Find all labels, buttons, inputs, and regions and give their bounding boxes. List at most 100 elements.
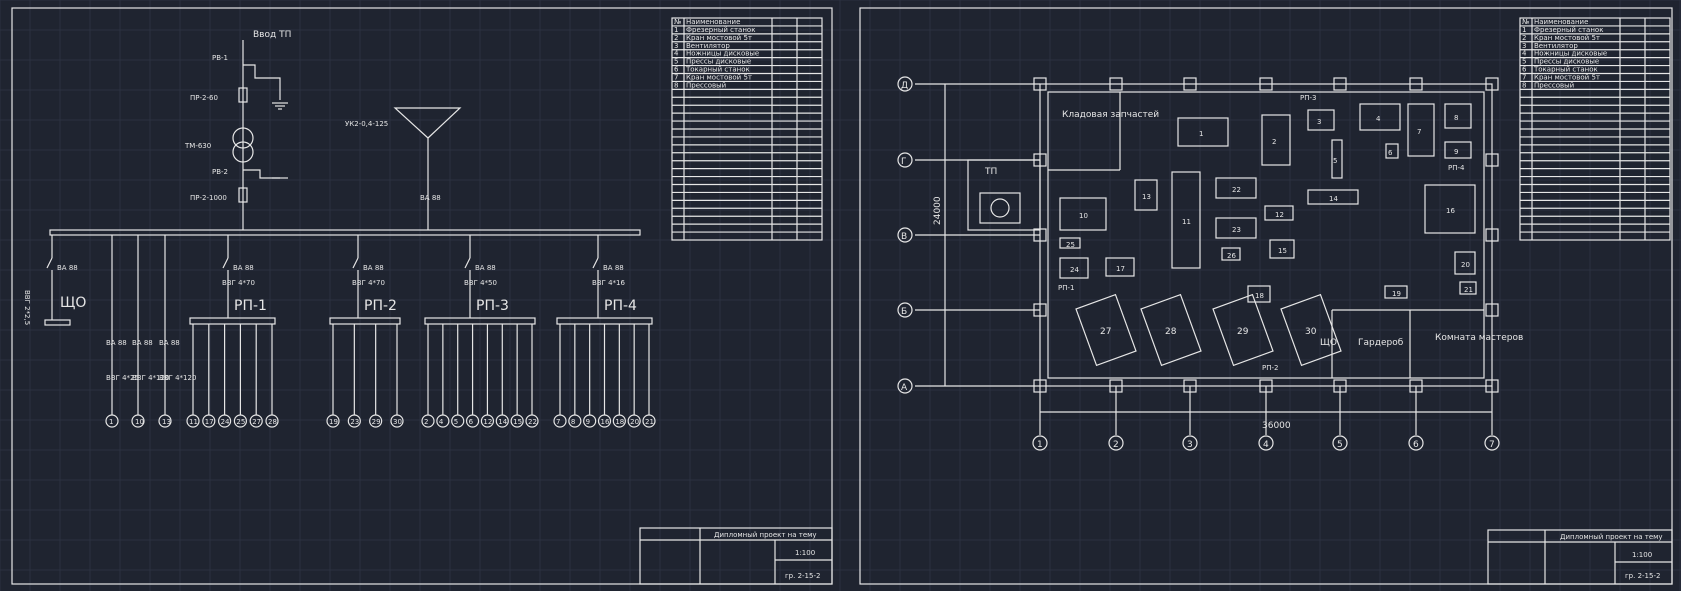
equipment-number: 8 — [1454, 114, 1458, 122]
load-circle — [568, 414, 582, 428]
breaker-label: ВА 88 — [132, 339, 153, 347]
equipment-block — [1407, 103, 1435, 157]
load-circle — [597, 414, 612, 428]
equipment-block — [1444, 103, 1472, 129]
load-number: 21 — [645, 418, 654, 426]
table-cell: 6 — [674, 66, 679, 74]
equipment-number: 29 — [1237, 327, 1249, 337]
equipment-block — [1247, 285, 1271, 303]
axis-row-label: А — [901, 383, 908, 393]
equipment-number: 13 — [1142, 193, 1151, 201]
load-circle — [249, 414, 263, 428]
pr1-label: ПР-2-60 — [190, 94, 218, 102]
axis-row-marker — [897, 152, 913, 168]
axis-col-marker — [1032, 435, 1048, 451]
equipment-block — [1134, 179, 1158, 211]
equipment-block — [1280, 293, 1342, 367]
equipment-block — [1215, 217, 1257, 239]
load-number: 30 — [393, 418, 402, 426]
transformer-winding-1-icon — [232, 127, 254, 149]
capacitor-bank: УК2-0,4-125 ВА 88 — [345, 107, 462, 230]
equipment-block — [1307, 189, 1359, 205]
rp1-label: РП-1 — [1058, 284, 1074, 292]
axis-row-marker — [897, 227, 913, 243]
dim-horizontal: 36000 — [1262, 421, 1291, 431]
load-number: 2 — [424, 418, 428, 426]
equipment-block — [1459, 281, 1477, 295]
load-circle — [642, 414, 656, 428]
cable-label: ВВГ 4*50 — [464, 279, 497, 287]
right-sheet-border — [859, 7, 1673, 585]
table-cell: 2 — [1522, 34, 1526, 42]
load-number: 19 — [329, 418, 338, 426]
transformer-winding-2-icon — [232, 141, 254, 163]
load-number: 18 — [615, 418, 624, 426]
equipment-number: 7 — [1417, 128, 1421, 136]
load-number: 12 — [483, 418, 492, 426]
equipment-number: 23 — [1232, 226, 1241, 234]
left-stamp-scale: 1:100 — [795, 549, 815, 557]
table-header-cell: Наименование — [1534, 18, 1588, 26]
load-number: 25 — [236, 418, 245, 426]
load-number: 13 — [162, 418, 171, 426]
equipment-block — [1444, 141, 1472, 159]
load-circle — [465, 414, 480, 428]
table-cell: Прессы дисковые — [686, 58, 751, 66]
panel-label: РП-1 — [234, 298, 267, 314]
table-header-cell: № — [674, 18, 681, 26]
load-number: 23 — [350, 418, 359, 426]
load-number: 4 — [439, 418, 444, 426]
panel-label: РП-2 — [364, 298, 397, 314]
table-cell: Токарный станок — [1533, 66, 1598, 74]
rp4-label: РП-4 — [1448, 164, 1465, 172]
rv1-label: РВ-1 — [212, 54, 228, 62]
equipment-number: 11 — [1182, 218, 1191, 226]
breaker-label: ВА 88 — [603, 264, 624, 272]
load-number: 17 — [205, 418, 214, 426]
equipment-number: 25 — [1066, 241, 1075, 249]
load-number: 27 — [252, 418, 261, 426]
axis-col-marker — [1182, 435, 1198, 451]
equipment-number: 2 — [1272, 138, 1276, 146]
equipment-number: 27 — [1100, 327, 1111, 337]
equipment-block — [1171, 171, 1201, 269]
axis-row-label: Б — [901, 307, 907, 317]
table-cell: 5 — [674, 58, 678, 66]
breaker-label: ВА 88 — [159, 339, 180, 347]
equipment-number: 5 — [1333, 157, 1337, 165]
table-cell: 3 — [1522, 42, 1526, 50]
axis-row-label: В — [901, 232, 907, 242]
equipment-number: 16 — [1446, 207, 1455, 215]
room-wardrobe: Гардероб — [1358, 338, 1404, 348]
table-cell: Токарный станок — [685, 66, 750, 74]
axis-col-marker — [1484, 435, 1500, 451]
equipment-block — [1331, 139, 1343, 179]
load-number: 11 — [189, 418, 198, 426]
left-stamp-code: гр. 2-15-2 — [785, 572, 820, 580]
table-cell: 3 — [674, 42, 678, 50]
cable-label: ВВГ 4*16 — [592, 279, 626, 287]
load-circle — [553, 414, 567, 428]
equipment-block — [1264, 205, 1294, 221]
capacitor-label: УК2-0,4-125 — [345, 120, 388, 128]
load-circle — [525, 414, 539, 428]
cable-label: ВВГ 4*25 — [106, 374, 139, 382]
equipment-number: 15 — [1278, 247, 1287, 255]
table-cell: Ножницы дисковые — [686, 50, 759, 58]
load-number: 15 — [513, 418, 522, 426]
breaker-label: ВА 88 — [106, 339, 127, 347]
table-cell: 7 — [674, 74, 678, 82]
room-storage: Кладовая запчастей — [1062, 110, 1159, 120]
equipment-block — [1105, 257, 1135, 277]
equipment-block — [1177, 117, 1229, 147]
equipment-block — [1140, 293, 1202, 367]
equipment-number: 22 — [1232, 186, 1241, 194]
load-circle — [218, 414, 232, 428]
table-cell: 4 — [674, 50, 679, 58]
load-circle — [627, 414, 641, 428]
equipment-block — [1424, 184, 1476, 234]
table-cell: Ножницы дисковые — [1534, 50, 1607, 58]
axis-col-label: 1 — [1037, 440, 1043, 450]
